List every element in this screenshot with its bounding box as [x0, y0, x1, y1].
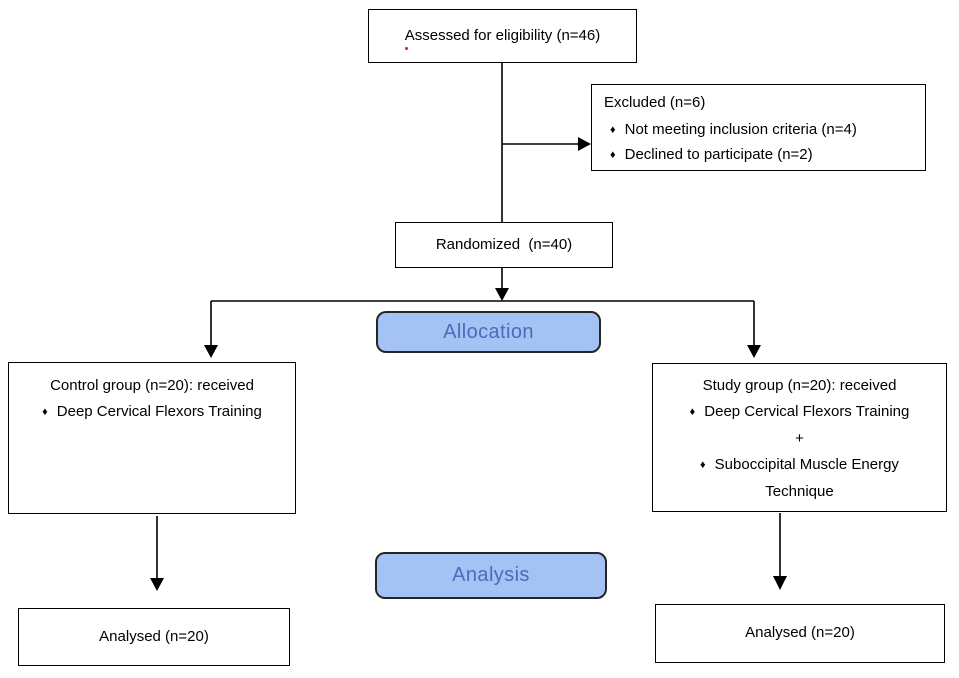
study-group-item1-row: ♦ Deep Cervical Flexors Training — [653, 399, 946, 426]
excluded-item-2: Declined to participate (n=2) — [624, 145, 813, 163]
control-group-item: Deep Cervical Flexors Training — [56, 403, 262, 420]
study-group-item2-line1: Suboccipital Muscle Energy — [714, 456, 899, 473]
arrowhead-analysed-right — [773, 576, 787, 590]
study-group-item2-line2: Technique — [765, 483, 834, 500]
excluded-item-1: Not meeting inclusion criteria (n=4) — [624, 120, 857, 138]
analysed-control-label: Analysed (n=20) — [99, 627, 209, 645]
allocation-banner: Allocation — [376, 311, 601, 353]
assessed-eligibility-box: Assessed for eligibility (n=46) — [368, 9, 637, 63]
diamond-bullet-icon: ♦ — [610, 148, 616, 161]
allocation-banner-label: Allocation — [443, 320, 534, 343]
arrowhead-analysed-left — [150, 578, 164, 591]
diamond-bullet-icon: ♦ — [610, 123, 616, 136]
excluded-title: Excluded (n=6) — [604, 94, 706, 111]
study-group-title: Study group (n=20): received — [702, 377, 897, 394]
analysis-banner: Analysis — [375, 552, 607, 599]
study-group-item2-row: ♦ Suboccipital Muscle Energy — [653, 452, 946, 479]
excluded-item-row: ♦ Not meeting inclusion criteria (n=4) — [610, 118, 913, 143]
control-group-item-row: ♦ Deep Cervical Flexors Training — [9, 399, 295, 426]
control-group-box: Control group (n=20): received ♦ Deep Cer… — [8, 362, 296, 514]
study-group-item1: Deep Cervical Flexors Training — [704, 403, 910, 420]
excluded-box: Excluded (n=6) ♦ Not meeting inclusion cr… — [591, 84, 926, 171]
arrowhead-control — [204, 345, 218, 358]
arrowhead-excluded — [578, 137, 591, 151]
analysed-study-box: Analysed (n=20) — [655, 604, 945, 663]
arrowhead-study — [747, 345, 761, 358]
control-group-title: Control group (n=20): received — [50, 377, 254, 394]
randomized-box: Randomized (n=40) — [395, 222, 613, 268]
study-group-box: Study group (n=20): received ♦ Deep Cervi… — [652, 363, 947, 512]
arrowhead-branch — [495, 288, 509, 301]
analysis-banner-label: Analysis — [452, 564, 530, 586]
analysed-study-label: Analysed (n=20) — [745, 624, 855, 642]
red-dot-artifact — [405, 47, 408, 50]
diamond-bullet-icon: ♦ — [689, 406, 696, 418]
randomized-label: Randomized (n=40) — [435, 235, 573, 253]
excluded-item-row: ♦ Declined to participate (n=2) — [610, 143, 913, 168]
diamond-bullet-icon: ♦ — [42, 406, 48, 418]
analysed-control-box: Analysed (n=20) — [18, 608, 290, 666]
diamond-bullet-icon: ♦ — [700, 459, 706, 471]
study-group-plus: + — [795, 430, 804, 447]
assessed-eligibility-label: Assessed for eligibility (n=46) — [404, 26, 601, 44]
